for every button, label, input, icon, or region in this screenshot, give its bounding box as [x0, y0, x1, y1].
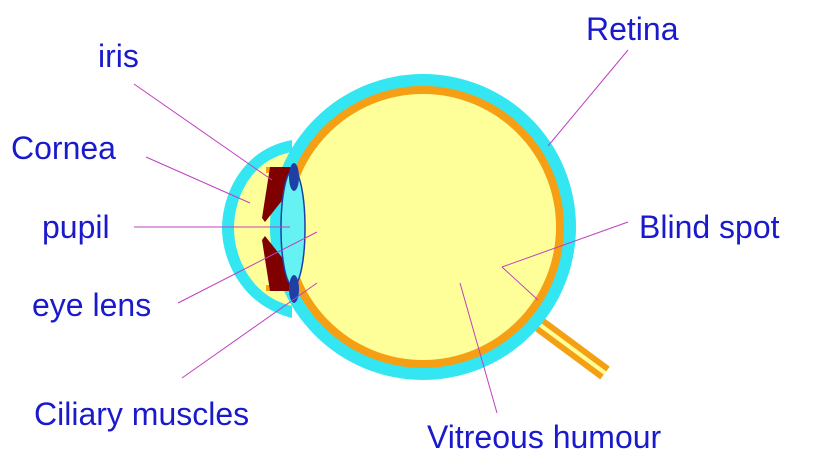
iris-lower — [262, 236, 292, 291]
ciliary-muscle-top — [289, 163, 299, 191]
leader-ciliary — [181, 282, 318, 379]
ciliary-muscle-bottom — [289, 275, 299, 303]
label-ciliary-muscles: Ciliary muscles — [34, 396, 249, 432]
leader-cornea — [145, 156, 251, 204]
label-iris: iris — [98, 38, 139, 74]
leader-blind-spot — [501, 221, 629, 268]
leader-retina — [547, 49, 629, 147]
leader-vitreous — [459, 282, 498, 414]
label-retina: Retina — [586, 11, 679, 47]
iris-upper — [262, 167, 292, 222]
label-cornea: Cornea — [11, 130, 116, 166]
leader-iris — [133, 83, 273, 181]
label-blind-spot: Blind spot — [639, 209, 780, 245]
label-pupil: pupil — [42, 209, 110, 245]
label-eye-lens: eye lens — [32, 287, 151, 323]
vitreous-body — [290, 94, 556, 360]
leader-eye-lens — [177, 231, 318, 304]
leader-blind-spot-2 — [501, 266, 539, 301]
label-vitreous-humour: Vitreous humour — [427, 419, 662, 455]
